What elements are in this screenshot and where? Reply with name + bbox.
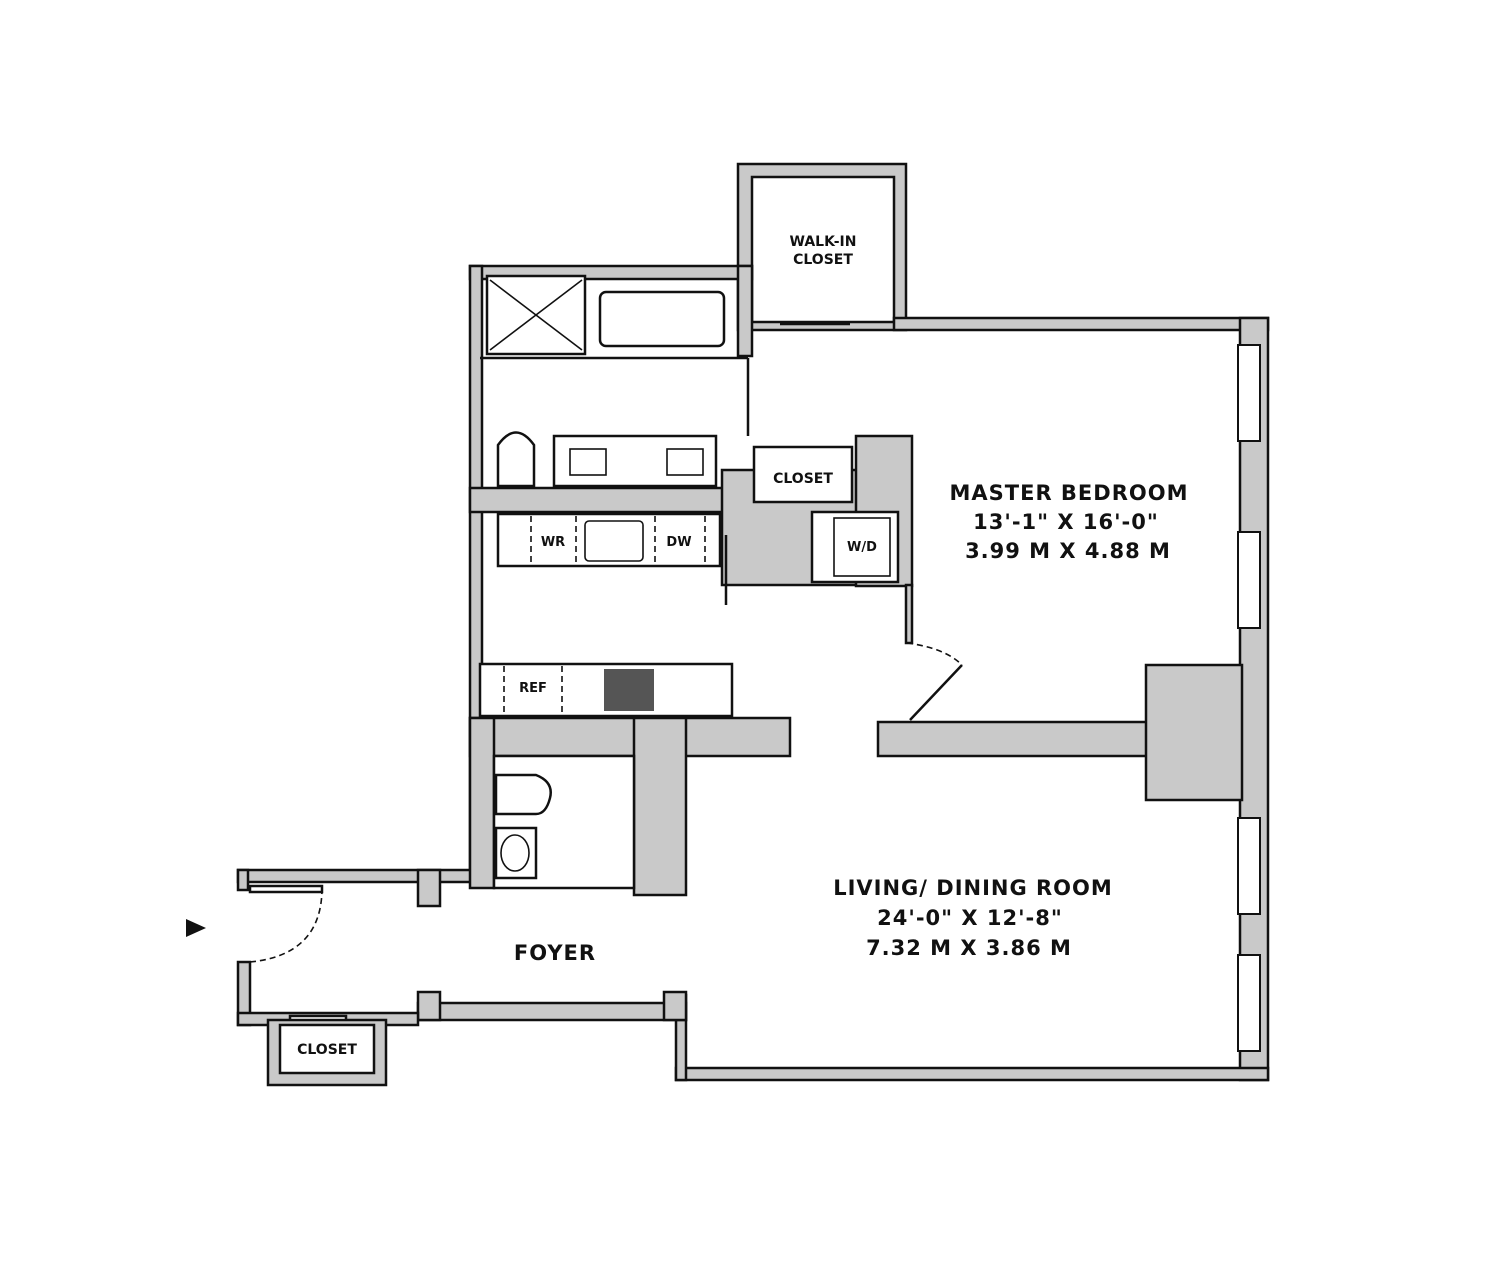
- powder-room: [492, 754, 636, 890]
- master-bathroom: [480, 274, 750, 488]
- svg-text:MASTER BEDROOM: MASTER BEDROOM: [950, 481, 1189, 505]
- svg-text:13'-1" X 16'-0": 13'-1" X 16'-0": [973, 510, 1159, 534]
- windows: [1237, 344, 1261, 1052]
- walls: [236, 264, 1270, 1082]
- cooktop: [604, 669, 654, 711]
- double-vanity: [552, 434, 718, 488]
- washer-dryer: W/D: [810, 510, 900, 584]
- svg-text:7.32 M X 3.86 M: 7.32 M X 3.86 M: [866, 936, 1072, 960]
- bedroom-closet: CLOSET: [752, 445, 854, 504]
- kitchen: WR DW REF: [478, 512, 734, 718]
- foyer-label: FOYER: [514, 941, 596, 965]
- svg-text:WR: WR: [541, 535, 565, 550]
- svg-text:CLOSET: CLOSET: [297, 1042, 357, 1058]
- toilet: [494, 773, 552, 816]
- bathtub: [598, 290, 726, 348]
- toilet: [496, 431, 536, 488]
- svg-text:WALK-IN: WALK-IN: [790, 234, 857, 250]
- walk-in-closet: [736, 162, 908, 332]
- foyer-closet: CLOSET: [266, 1018, 388, 1087]
- svg-text:LIVING/ DINING ROOM: LIVING/ DINING ROOM: [833, 876, 1113, 900]
- master-bedroom-label: MASTER BEDROOM 13'-1" X 16'-0" 3.99 M X …: [950, 481, 1189, 563]
- svg-text:REF: REF: [519, 681, 547, 696]
- svg-text:24'-0" X 12'-8": 24'-0" X 12'-8": [877, 906, 1063, 930]
- walk-in-closet-label: WALK-IN CLOSET: [790, 234, 857, 268]
- svg-text:W/D: W/D: [847, 540, 877, 555]
- entry-arrow-icon: [186, 919, 206, 937]
- svg-text:CLOSET: CLOSET: [773, 471, 833, 487]
- living-dining-label: LIVING/ DINING ROOM 24'-0" X 12'-8" 7.32…: [833, 876, 1113, 960]
- svg-text:3.99 M X 4.88 M: 3.99 M X 4.88 M: [965, 539, 1171, 563]
- svg-text:DW: DW: [666, 535, 691, 550]
- svg-text:CLOSET: CLOSET: [793, 252, 853, 268]
- kitchen-sink: [584, 520, 644, 562]
